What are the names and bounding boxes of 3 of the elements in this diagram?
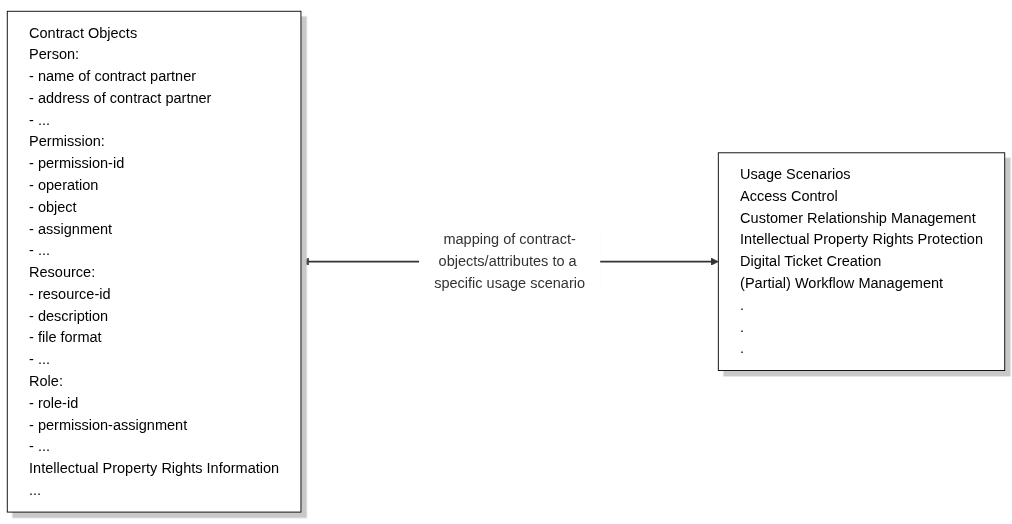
node-box: Usage Scenarios Access Control Customer Relationship Management Intellectual Property Rights Protection Digital Ticket Creation (Partial) Workflow Management . . . [717, 152, 1006, 372]
edge-label: mapping of contract-objects/attributes to a specific usage scenario [434, 232, 586, 292]
node-box: Contract Objects Person: - name of contract partner - address of contract partner - ... Permission: - permission-id - operation - object - assignment - ... Resource: - resource-id - description - file format - ... Role: - role-id - permission-assignment - ... Intellectual Property Rights Information ... [6, 11, 302, 513]
